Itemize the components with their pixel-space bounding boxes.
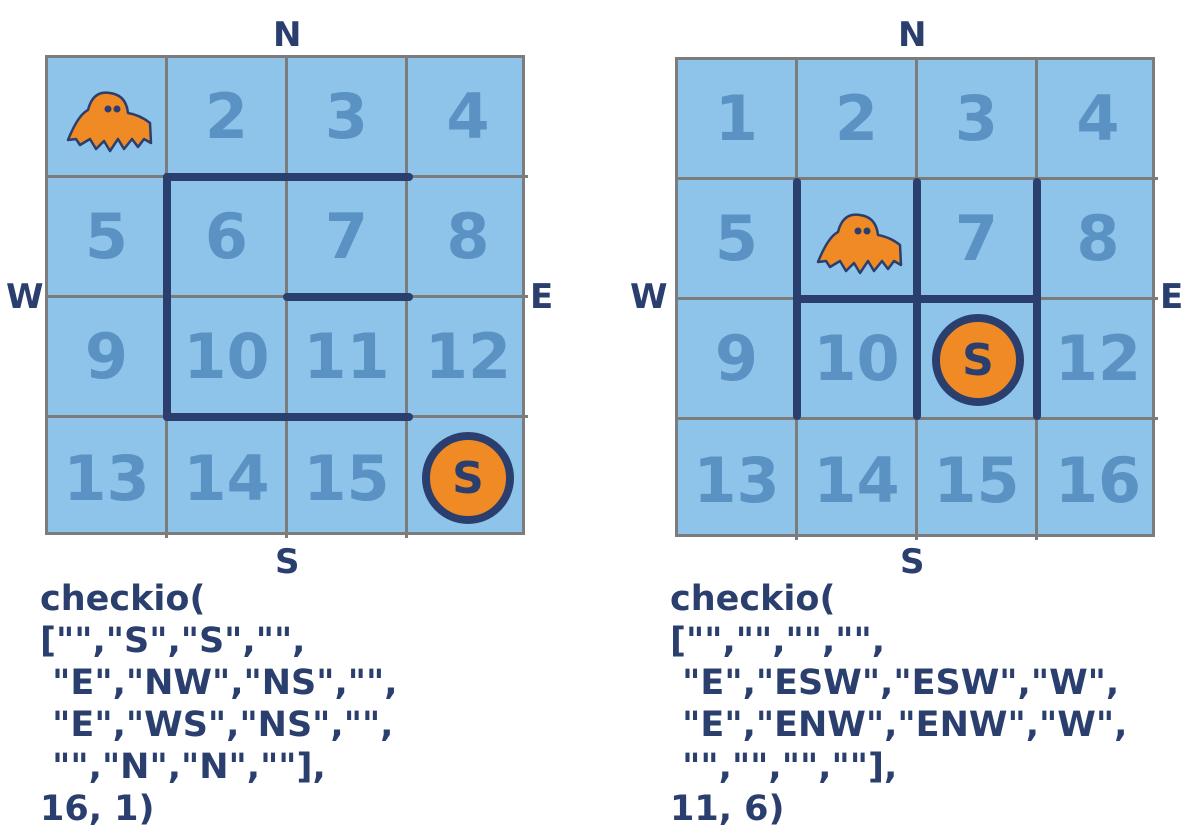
wall: [163, 173, 413, 181]
grid-cell-10: 10: [168, 298, 288, 418]
grid-cell-2: 2: [168, 58, 288, 178]
grid-cell-4: 4: [408, 58, 528, 178]
grid-cell-5: 5: [48, 178, 168, 298]
code-example: checkio( ["","","","", "E","ESW","ESW","…: [670, 578, 1127, 830]
grid-cell-4: 4: [1038, 60, 1158, 180]
code-line: "E","WS","NS","",: [40, 705, 394, 745]
code-line: "","N","N",""],: [40, 747, 326, 787]
wall: [163, 173, 171, 421]
grid-cell-14: 14: [798, 420, 918, 540]
code-example: checkio( ["","S","S","", "E","NW","NS","…: [40, 578, 398, 830]
grid-cell-8: 8: [408, 178, 528, 298]
grid-cell-15: 15: [288, 418, 408, 538]
maze-example-2: N W E S 1 2 3 4 5 7 8 9 10 12 13 14 15 1…: [630, 0, 1200, 840]
grid-cell-12: 12: [408, 298, 528, 418]
grid-cell-5: 5: [678, 180, 798, 300]
grid-cell-2: 2: [798, 60, 918, 180]
compass-east: E: [530, 277, 554, 317]
grid-cell-8: 8: [1038, 180, 1158, 300]
grid-cell-7: 7: [288, 178, 408, 298]
code-line: "E","NW","NS","",: [40, 663, 398, 703]
maze-grid: 1 2 3 4 5 7 8 9 10 12 13 14 15 16 S: [675, 57, 1158, 540]
grid-cell-9: 9: [678, 300, 798, 420]
wall: [793, 295, 1041, 303]
code-line: ["","S","S","",: [40, 621, 306, 661]
grid-cell-13: 13: [678, 420, 798, 540]
grid-cell-1: 1: [678, 60, 798, 180]
code-line: checkio(: [670, 579, 836, 619]
grid-cell-13: 13: [48, 418, 168, 538]
compass-north: N: [898, 15, 927, 55]
compass-west: W: [630, 277, 668, 317]
wall: [283, 293, 413, 301]
grid-cell-9: 9: [48, 298, 168, 418]
code-line: "E","ENW","ENW","W",: [670, 705, 1128, 745]
compass-west: W: [6, 277, 44, 317]
start-marker: S: [422, 432, 514, 524]
compass-east: E: [1160, 277, 1184, 317]
grid-cell-7: 7: [918, 180, 1038, 300]
code-line: ["","","","",: [670, 621, 886, 661]
ghost-icon: [816, 213, 903, 275]
maze-grid: 2 3 4 5 6 7 8 9 10 11 12 13 14 15 S: [45, 55, 528, 538]
grid-cell-1: [48, 58, 168, 178]
wall: [163, 413, 413, 421]
grid-cell-3: 3: [918, 60, 1038, 180]
code-line: checkio(: [40, 579, 206, 619]
grid-cell-10: 10: [798, 300, 918, 420]
grid-cell-3: 3: [288, 58, 408, 178]
code-line: "E","ESW","ESW","W",: [670, 663, 1120, 703]
grid-cell-15: 15: [918, 420, 1038, 540]
ghost-icon: [66, 91, 153, 153]
code-line: "","","",""],: [670, 747, 898, 787]
maze-example-1: N W E S 2 3 4 5 6 7 8 9 10 11 12 13 14 1…: [6, 15, 554, 830]
grid-cell-11: 11: [288, 298, 408, 418]
grid-cell-12: 12: [1038, 300, 1158, 420]
grid-cell-16: 16: [1054, 443, 1142, 517]
code-line: 11, 6): [670, 789, 785, 829]
grid-cell-6: 6: [168, 178, 288, 298]
code-line: 16, 1): [40, 789, 155, 829]
compass-south: S: [900, 542, 925, 582]
compass-north: N: [273, 15, 302, 55]
grid-cell-14: 14: [168, 418, 288, 538]
start-marker: S: [932, 314, 1024, 406]
compass-south: S: [275, 542, 300, 582]
